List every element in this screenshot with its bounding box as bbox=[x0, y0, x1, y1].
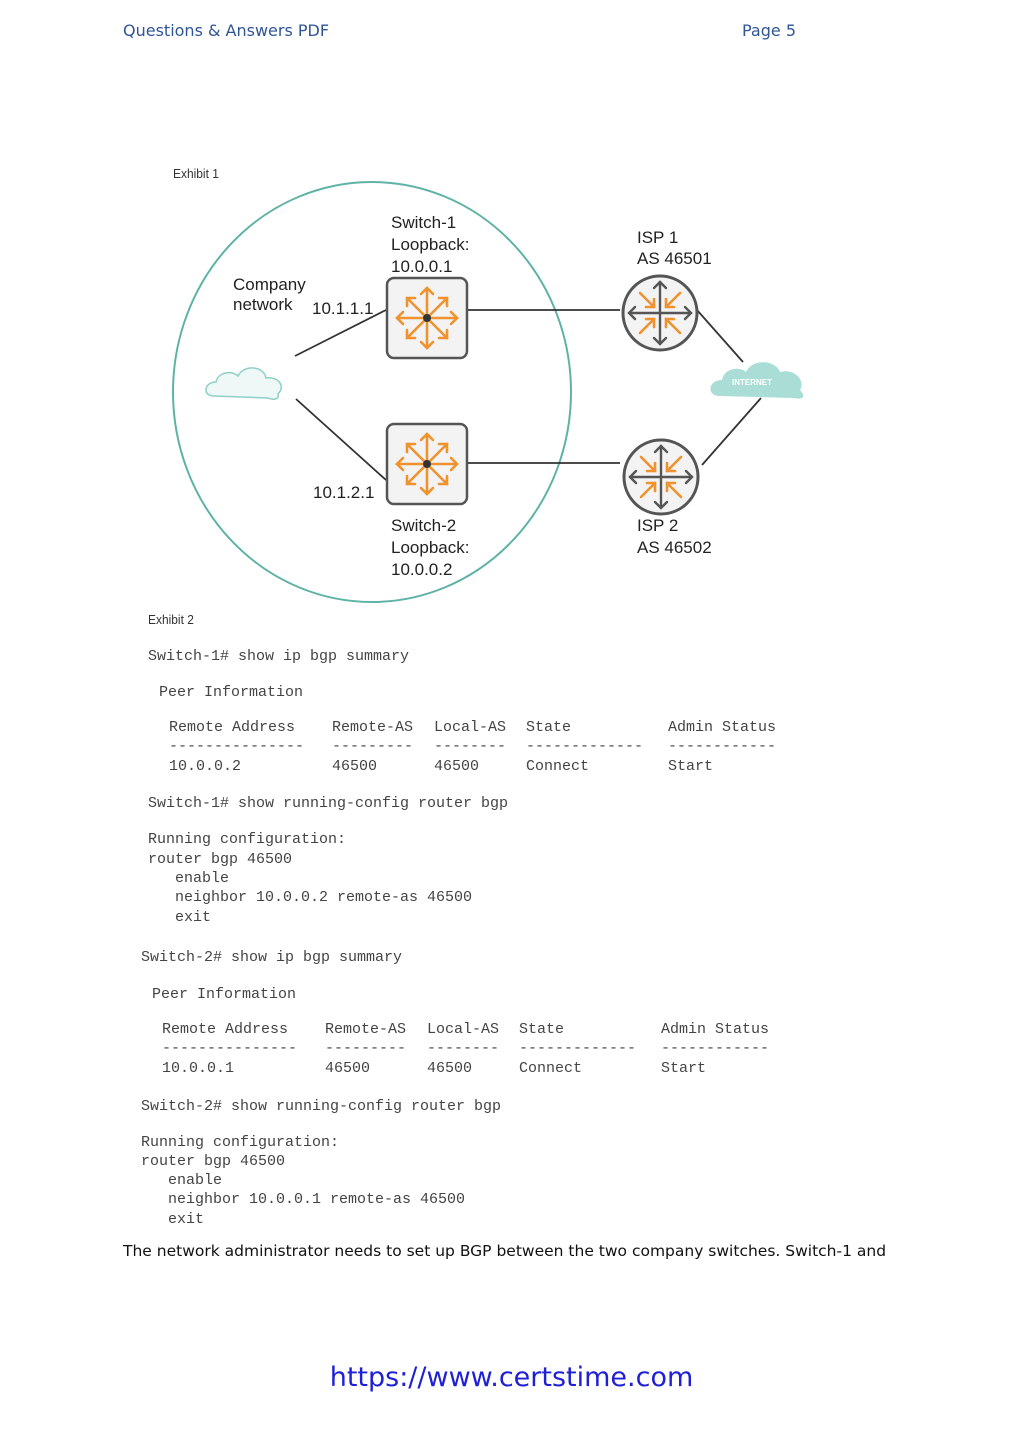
sw2-summary-command: Switch-2# show ip bgp summary bbox=[141, 949, 403, 966]
footer-website-link[interactable]: https://www.certstime.com bbox=[329, 1362, 694, 1393]
cell-admin-status: Start bbox=[661, 1060, 707, 1077]
sw1-summary-command: Switch-1# show ip bgp summary bbox=[148, 648, 410, 665]
switch1-loopback-label: Loopback: bbox=[391, 235, 469, 254]
company-label-line1: Company bbox=[233, 275, 306, 294]
col-admin-status: Admin Status bbox=[661, 1021, 770, 1038]
sw1-config-line: router bgp 46500 bbox=[148, 851, 293, 868]
cell-state: Connect bbox=[526, 758, 590, 775]
sw2-config-line: exit bbox=[141, 1211, 205, 1228]
switch2-link-ip: 10.1.2.1 bbox=[313, 483, 374, 502]
dash-2: -------- bbox=[427, 1040, 500, 1057]
isp2-router-icon bbox=[622, 438, 700, 516]
dash-4: ------------ bbox=[668, 738, 777, 755]
col-remote-as: Remote-AS bbox=[325, 1021, 407, 1038]
cell-local-as: 46500 bbox=[427, 1060, 473, 1077]
sw2-table-dashes: --------------- --------- -------- -----… bbox=[162, 1040, 769, 1142]
link-company-switch2 bbox=[295, 398, 387, 481]
link-isp2-internet bbox=[701, 397, 762, 466]
isp1-router-icon bbox=[621, 274, 699, 352]
switch1-link-ip: 10.1.1.1 bbox=[312, 299, 373, 318]
col-state: State bbox=[526, 719, 572, 736]
sw1-config-command: Switch-1# show running-config router bgp bbox=[148, 795, 509, 812]
link-company-switch1 bbox=[294, 309, 387, 357]
col-remote-as: Remote-AS bbox=[332, 719, 414, 736]
dash-0: --------------- bbox=[162, 1040, 298, 1057]
col-admin-status: Admin Status bbox=[668, 719, 777, 736]
col-remote-address: Remote Address bbox=[162, 1021, 289, 1038]
sw1-config-line: Running configuration: bbox=[148, 831, 347, 848]
sw1-table-dashes: --------------- --------- -------- -----… bbox=[169, 738, 776, 840]
cell-remote-as: 46500 bbox=[325, 1060, 371, 1077]
dash-1: --------- bbox=[332, 738, 414, 755]
sw2-config-line: Running configuration: bbox=[141, 1134, 340, 1151]
switch2-name: Switch-2 bbox=[391, 516, 456, 535]
company-label-line2: network bbox=[233, 295, 293, 314]
header-title: Questions & Answers PDF bbox=[123, 21, 330, 40]
switch1-icon bbox=[385, 276, 469, 360]
network-diagram: INTERNET Switch-1 Loopback: 10.0.0.1 Com… bbox=[172, 181, 804, 603]
cell-remote-address: 10.0.0.2 bbox=[169, 758, 242, 775]
dash-3: ------------- bbox=[519, 1040, 637, 1057]
dash-1: --------- bbox=[325, 1040, 407, 1057]
sw2-config-line: neighbor 10.0.0.1 remote-as 46500 bbox=[141, 1191, 466, 1208]
sw1-table-header: Remote Address Remote-AS Local-AS State … bbox=[169, 719, 776, 821]
isp2-name: ISP 2 bbox=[637, 516, 678, 535]
sw2-config-command: Switch-2# show running-config router bgp bbox=[141, 1098, 502, 1115]
dash-4: ------------ bbox=[661, 1040, 770, 1057]
sw2-config-line: enable bbox=[141, 1172, 223, 1189]
company-boundary-circle bbox=[172, 181, 572, 603]
sw1-config-line: exit bbox=[148, 909, 212, 926]
cell-remote-as: 46500 bbox=[332, 758, 378, 775]
switch1-loopback-ip: 10.0.0.1 bbox=[391, 257, 452, 276]
switch2-icon bbox=[385, 422, 469, 506]
sw2-peer-info-heading: Peer Information bbox=[152, 986, 297, 1003]
company-cloud-icon bbox=[205, 367, 282, 400]
sw2-config-line: router bgp 46500 bbox=[141, 1153, 286, 1170]
isp1-name: ISP 1 bbox=[637, 228, 678, 247]
page-number: Page 5 bbox=[742, 21, 796, 40]
switch2-loopback-ip: 10.0.0.2 bbox=[391, 560, 452, 579]
cell-local-as: 46500 bbox=[434, 758, 480, 775]
switch1-name: Switch-1 bbox=[391, 213, 456, 232]
sw1-peer-info-heading: Peer Information bbox=[159, 684, 304, 701]
isp2-as: AS 46502 bbox=[637, 538, 712, 557]
switch2-loopback-label: Loopback: bbox=[391, 538, 469, 557]
internet-cloud-icon: INTERNET bbox=[710, 362, 804, 399]
col-remote-address: Remote Address bbox=[169, 719, 296, 736]
col-local-as: Local-AS bbox=[427, 1021, 500, 1038]
cell-admin-status: Start bbox=[668, 758, 714, 775]
sw1-config-line: neighbor 10.0.0.2 remote-as 46500 bbox=[148, 889, 473, 906]
question-text: The network administrator needs to set u… bbox=[123, 1242, 887, 1260]
isp1-as: AS 46501 bbox=[637, 249, 712, 268]
sw2-table-header: Remote Address Remote-AS Local-AS State … bbox=[162, 1021, 769, 1123]
dash-3: ------------- bbox=[526, 738, 644, 755]
col-state: State bbox=[519, 1021, 565, 1038]
link-isp1-internet bbox=[696, 309, 744, 363]
exhibit2-label: Exhibit 2 bbox=[148, 612, 194, 627]
sw1-table-row: 10.0.0.2 46500 46500 Connect Start bbox=[169, 758, 713, 860]
exhibit1-label: Exhibit 1 bbox=[173, 166, 219, 181]
dash-2: -------- bbox=[434, 738, 507, 755]
cell-state: Connect bbox=[519, 1060, 583, 1077]
sw1-config-line: enable bbox=[148, 870, 230, 887]
sw2-table-row: 10.0.0.1 46500 46500 Connect Start bbox=[162, 1060, 706, 1162]
internet-label: INTERNET bbox=[732, 378, 772, 387]
dash-0: --------------- bbox=[169, 738, 305, 755]
col-local-as: Local-AS bbox=[434, 719, 507, 736]
cell-remote-address: 10.0.0.1 bbox=[162, 1060, 235, 1077]
